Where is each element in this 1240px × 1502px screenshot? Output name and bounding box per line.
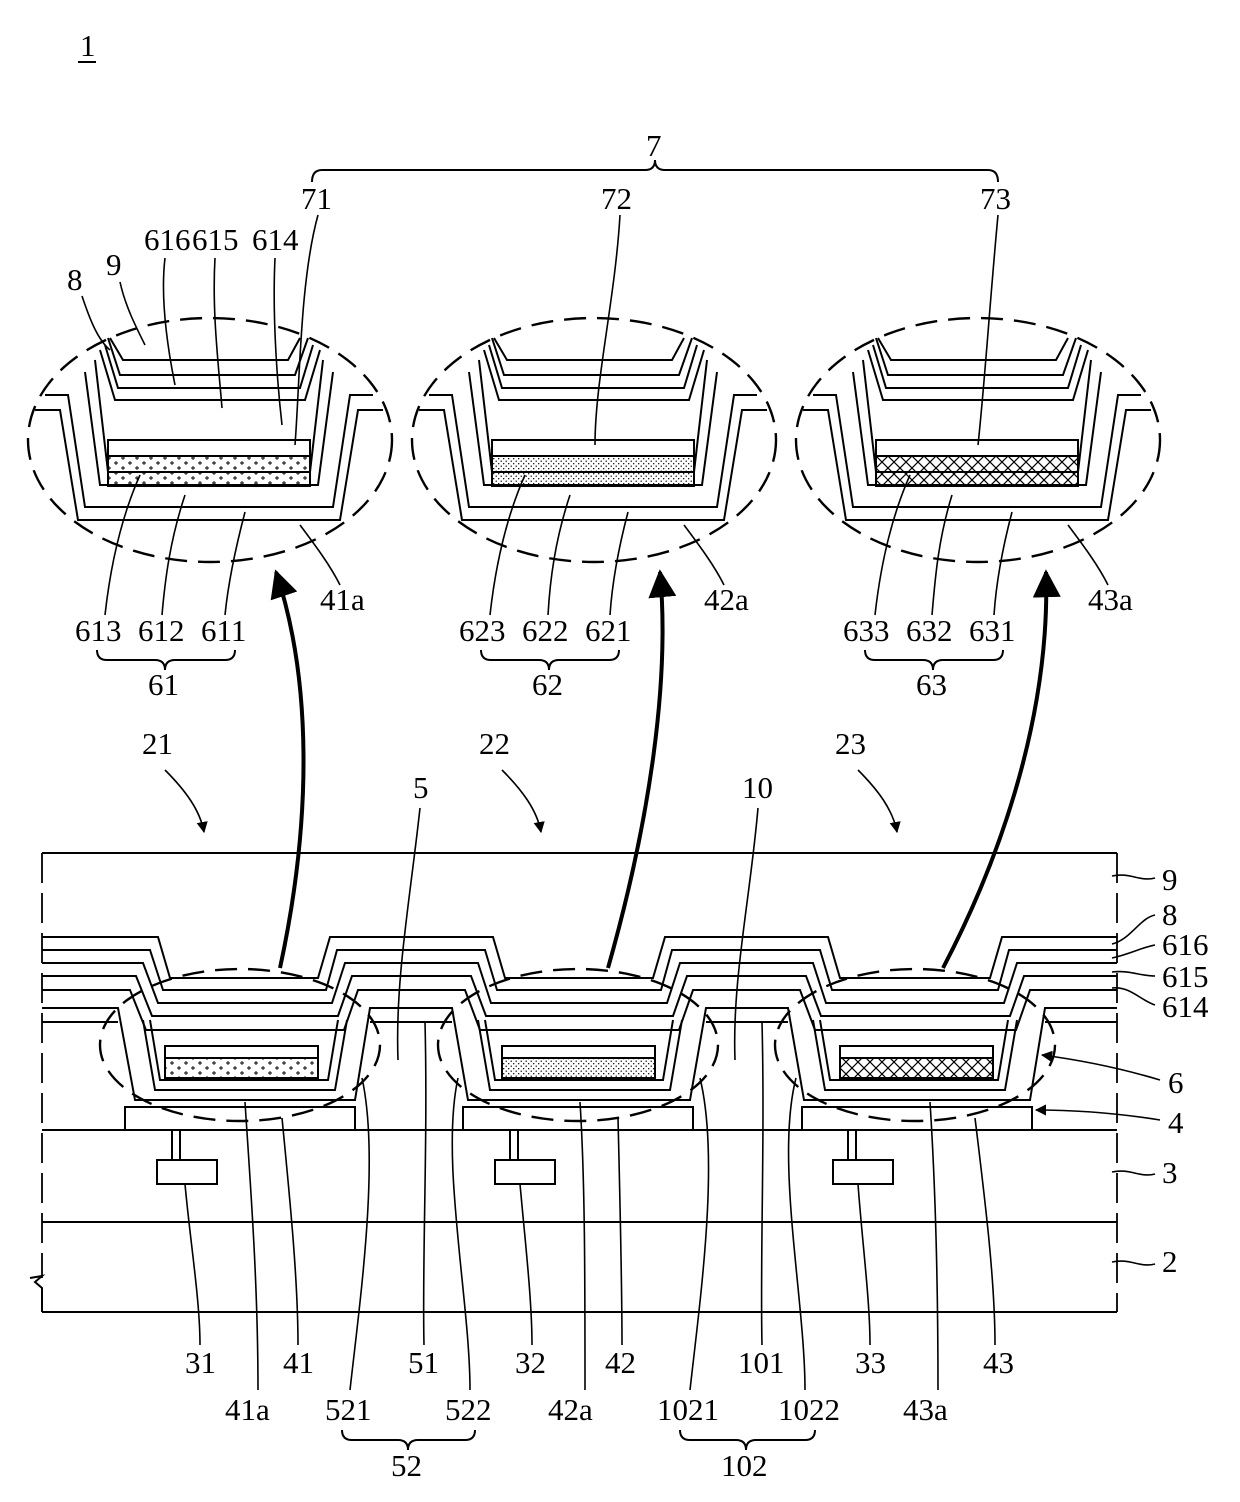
label-615: 615: [192, 222, 239, 257]
pointer-23: [858, 770, 897, 832]
leader-73: [978, 215, 998, 445]
layer-71: [108, 440, 310, 456]
right-label-9: 9: [1162, 862, 1178, 897]
right-label-3: 3: [1162, 1155, 1178, 1190]
bottom-label-1022: 1022: [778, 1392, 840, 1427]
label-9: 9: [106, 247, 122, 282]
label-612: 612: [138, 613, 185, 648]
bottom-label-41a: 41a: [225, 1392, 270, 1427]
detail-view-2: [412, 318, 776, 562]
bottom-label-522: 522: [445, 1392, 492, 1427]
label-621: 621: [585, 613, 632, 648]
emitter-2: [502, 1058, 655, 1078]
label-613: 613: [75, 613, 122, 648]
pointer-21: [165, 770, 204, 832]
figure-label: 1: [80, 28, 96, 63]
label-611: 611: [201, 613, 246, 648]
label-622: 622: [522, 613, 569, 648]
detail-arrow-1: [276, 572, 304, 968]
layer-613: [108, 456, 310, 486]
label-616: 616: [144, 222, 191, 257]
label-72: 72: [601, 181, 632, 216]
contact-31: [157, 1160, 217, 1184]
label-21: 21: [142, 726, 173, 761]
label-73: 73: [980, 181, 1011, 216]
layer-72: [492, 440, 694, 456]
emitter-1: [165, 1058, 318, 1078]
label-8: 8: [67, 262, 83, 297]
brace-102: [680, 1430, 815, 1450]
leader-8: [82, 296, 110, 350]
right-label-4: 4: [1168, 1105, 1184, 1140]
label-61: 61: [148, 667, 179, 702]
bottom-label-32: 32: [515, 1345, 546, 1380]
layer-73: [876, 440, 1078, 456]
right-label-6: 6: [1168, 1065, 1184, 1100]
bottom-label-521: 521: [325, 1392, 372, 1427]
detail-view-1: [28, 318, 392, 562]
leader-72: [595, 215, 620, 445]
leader-9: [120, 282, 145, 345]
label-633: 633: [843, 613, 890, 648]
label-7: 7: [646, 128, 662, 163]
label-62: 62: [532, 667, 563, 702]
bottom-label-52: 52: [391, 1448, 422, 1483]
right-label-616: 616: [1162, 927, 1209, 962]
leader-615: [214, 258, 222, 408]
cross-section: [30, 853, 1117, 1312]
label-631: 631: [969, 613, 1016, 648]
bottom-label-31: 31: [185, 1345, 216, 1380]
label-63: 63: [916, 667, 947, 702]
label-623: 623: [459, 613, 506, 648]
label-22: 22: [479, 726, 510, 761]
label-42a: 42a: [704, 582, 749, 617]
brace-7: [312, 160, 998, 182]
label-41a: 41a: [320, 582, 365, 617]
bottom-label-1021: 1021: [657, 1392, 719, 1427]
right-label-614: 614: [1162, 989, 1209, 1024]
bottom-label-43a: 43a: [903, 1392, 948, 1427]
label-71: 71: [301, 181, 332, 216]
label-43a: 43a: [1088, 582, 1133, 617]
bottom-label-42a: 42a: [548, 1392, 593, 1427]
emitter-3: [840, 1058, 993, 1078]
label-614: 614: [252, 222, 299, 257]
layer-633: [876, 456, 1078, 486]
right-label-2: 2: [1162, 1244, 1178, 1279]
bottom-label-41: 41: [283, 1345, 314, 1380]
anode-42: [463, 1107, 693, 1130]
bottom-label-33: 33: [855, 1345, 886, 1380]
bottom-label-43: 43: [983, 1345, 1014, 1380]
label-10: 10: [742, 770, 773, 805]
label-23: 23: [835, 726, 866, 761]
label-632: 632: [906, 613, 953, 648]
pointer-22: [502, 770, 541, 832]
contact-33: [833, 1160, 893, 1184]
bottom-label-102: 102: [721, 1448, 768, 1483]
bottom-label-51: 51: [408, 1345, 439, 1380]
brace-52: [342, 1430, 475, 1450]
contact-32: [495, 1160, 555, 1184]
bottom-label-101: 101: [738, 1345, 785, 1380]
anode-43: [802, 1107, 1032, 1130]
bottom-label-42: 42: [605, 1345, 636, 1380]
label-5: 5: [413, 770, 429, 805]
anode-41: [125, 1107, 355, 1130]
